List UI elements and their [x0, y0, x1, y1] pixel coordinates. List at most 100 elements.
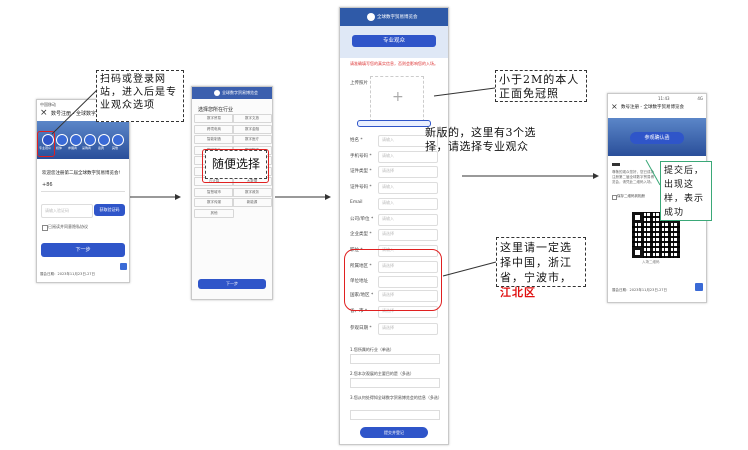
field-input[interactable]: [378, 229, 438, 241]
industry-option[interactable]: 数字传媒: [194, 198, 234, 207]
field-label: 证件类型 *: [350, 169, 372, 174]
photo-label: 上传照片: [350, 81, 368, 86]
field-placeholder: 请输入: [382, 153, 394, 158]
callout-region-text: 这里请一定选择中国，浙江省，宁波市，: [500, 241, 572, 284]
help-icon[interactable]: [120, 263, 127, 270]
question-3-select[interactable]: [350, 410, 440, 420]
field-input[interactable]: [378, 290, 438, 302]
next-button[interactable]: 下一步: [41, 243, 125, 257]
tab-exhibitor[interactable]: 参展商: [68, 134, 82, 152]
field-label: 职位 *: [350, 248, 363, 253]
phone-screen-registration: 中国移动 09:41 × 数号注册 - 全球数字贸易博览会 专业观众 媒体 参展…: [36, 99, 130, 283]
callout-region-highlight: 江北区: [500, 286, 536, 299]
submit-button[interactable]: 提交并登记: [360, 427, 428, 438]
role-select-strip[interactable]: [357, 120, 431, 127]
tab-label: 专业观众: [39, 146, 52, 150]
callout-choose-any: 随便选择: [205, 150, 267, 179]
save-qr-checkbox[interactable]: [612, 195, 617, 200]
industry-option[interactable]: 数字文旅: [232, 114, 272, 123]
form-field: Email 请输入: [340, 198, 448, 210]
field-label: 证件号码 *: [350, 185, 372, 190]
phone-input[interactable]: +86: [41, 180, 125, 192]
field-label: 省、市 *: [350, 309, 368, 314]
industry-option[interactable]: 智能制造: [194, 135, 234, 144]
callout-scan-login: 扫码或登录网站，进入后是专业观众选项: [96, 70, 184, 122]
agree-label: 已阅读并同意隐私协议: [48, 224, 88, 229]
tab-buyer[interactable]: 采购商: [82, 134, 96, 152]
callout-region: 这里请一定选择中国，浙江省，宁波市， 江北区: [496, 237, 586, 299]
question-1: 1.您所属的行业（单选）: [350, 347, 394, 352]
industry-option[interactable]: 数字政务: [232, 187, 272, 197]
form-notice: 请准确填写您的真实信息，否则会影响您的入场。: [350, 61, 438, 66]
callout-new-version: 新版的，这里有3个选择，请选择专业观众: [422, 124, 540, 158]
field-placeholder: 请选择: [382, 168, 394, 173]
callout-new-version-text: 新版的，这里有3个选择，请选择专业观众: [425, 126, 536, 153]
industry-option[interactable]: 其他: [194, 208, 234, 218]
tab-label: 其他: [112, 146, 119, 150]
tab-other[interactable]: 其他: [111, 134, 124, 152]
question-1-select[interactable]: [350, 354, 440, 364]
camera-icon: [56, 134, 68, 146]
field-label: 姓名 *: [350, 138, 363, 143]
form-field: 参观日期 *请选择: [340, 323, 448, 335]
field-input[interactable]: [378, 166, 438, 178]
qr-corner-tl: [632, 212, 643, 223]
industry-option[interactable]: 数字金融: [232, 124, 272, 134]
next-button[interactable]: 下一步: [198, 279, 266, 289]
industry-option[interactable]: 数字医疗: [232, 135, 272, 144]
phone-screen-industry: 全球数字贸易博览会 选择您所在行业 数字贸易数字文旅跨境电商数字金融智能制造数字…: [191, 86, 273, 300]
field-placeholder: 请输入: [382, 200, 394, 205]
industry-option[interactable]: 智慧城市: [194, 187, 234, 197]
callout-photo-note-text: 小于2M的本人正面免冠照: [499, 73, 580, 100]
section-title: 选择您所在行业: [198, 107, 234, 113]
pointer-success-to-phone: [645, 159, 661, 186]
close-icon[interactable]: ×: [40, 108, 48, 118]
industry-option[interactable]: 跨境电商: [194, 124, 234, 134]
page-title: 数号注册 - 全球数字贸易博览会: [51, 111, 121, 117]
field-input[interactable]: [378, 276, 438, 288]
confirmation-banner: 参观确认函: [630, 132, 684, 144]
agree-checkbox[interactable]: [42, 225, 48, 231]
form-field: 所属地区 *请选择: [340, 261, 448, 273]
callout-choose-any-text: 随便选择: [211, 157, 260, 171]
more-icon: [112, 134, 124, 146]
field-placeholder: 请输入: [382, 216, 394, 221]
tab-label: 嘉宾: [98, 146, 105, 150]
industry-option[interactable]: 数字贸易: [194, 114, 234, 123]
field-input[interactable]: [378, 261, 438, 273]
confirmation-text: 尊敬的观众您好，您已成功注册第二届全球数字贸易博览会，请凭此二维码入场。: [612, 170, 654, 184]
code-placeholder: 请输入验证码: [45, 208, 69, 213]
help-icon[interactable]: [695, 283, 703, 291]
question-2-select[interactable]: [350, 378, 440, 388]
field-input[interactable]: [378, 323, 438, 335]
close-icon[interactable]: ×: [611, 102, 618, 111]
field-label: Email: [350, 200, 363, 205]
field-input[interactable]: [378, 135, 438, 147]
logo-icon: [367, 13, 375, 21]
field-label: 单位地址: [350, 279, 368, 284]
get-code-button[interactable]: 获取验证码: [94, 204, 125, 216]
highlight-choose-any: [202, 149, 269, 183]
badge-icon: [98, 134, 110, 146]
industry-option[interactable]: 新能源: [232, 198, 272, 207]
field-input[interactable]: [378, 151, 438, 163]
app-header: [192, 87, 272, 99]
field-input[interactable]: [378, 198, 438, 210]
form-field: 证件号码 *请输入: [340, 182, 448, 194]
tab-media[interactable]: 媒体: [55, 134, 68, 152]
field-placeholder: 请选择: [382, 231, 394, 236]
field-label: 公司/单位 *: [350, 217, 374, 222]
form-field: 单位地址: [340, 276, 448, 288]
field-label: 所属地区 *: [350, 264, 372, 269]
field-input[interactable]: [378, 306, 438, 318]
logo-icon: [214, 90, 220, 96]
avatar: [612, 163, 620, 166]
field-input[interactable]: [378, 214, 438, 226]
tab-professional-visitor[interactable]: 专业观众: [39, 134, 54, 152]
field-input[interactable]: [378, 182, 438, 194]
field-placeholder: 请选择: [382, 292, 394, 297]
tab-guest[interactable]: 嘉宾: [97, 134, 110, 152]
verification-code-input[interactable]: 请输入验证码: [41, 204, 93, 218]
footer-date: 展会日期：2023年11月23日-27日: [612, 288, 668, 292]
